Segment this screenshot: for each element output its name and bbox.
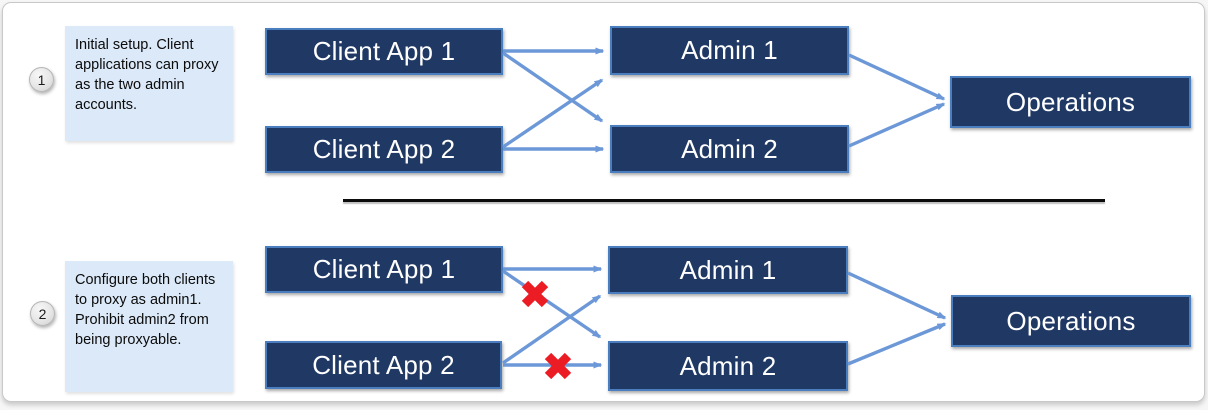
node-operations-bottom: Operations (951, 295, 1191, 347)
node-client-app-1-bottom: Client App 1 (265, 246, 503, 293)
arrow-bottom-client1-admin2 (502, 269, 602, 339)
node-client-app-2-bottom: Client App 2 (265, 341, 502, 389)
node-operations-top: Operations (950, 76, 1191, 128)
arrow-bottom-admin1-operations (847, 271, 947, 320)
blocked-x-icon-client2-admin2 (544, 352, 572, 380)
node-client-app-2-top: Client App 2 (265, 126, 503, 173)
blocked-x-icon-client1-admin2 (521, 280, 549, 308)
arrow-top-admin2-operations (848, 102, 946, 148)
arrow-bottom-client2-admin1 (502, 294, 602, 365)
arrow-bottom-admin2-operations (847, 322, 947, 366)
diagram-canvas: 1 Initial setup. Client applications can… (2, 2, 1205, 402)
node-admin-2-top: Admin 2 (610, 125, 849, 173)
arrow-top-client1-admin2 (502, 51, 604, 123)
node-admin-1-bottom: Admin 1 (608, 246, 848, 294)
node-admin-1-top: Admin 1 (610, 26, 849, 75)
note-step-2: Configure both clients to proxy as admin… (65, 261, 233, 392)
note-step-1: Initial setup. Client applications can p… (65, 26, 233, 141)
section-divider (343, 199, 1105, 202)
arrow-top-client2-admin1 (502, 78, 604, 149)
node-client-app-1-top: Client App 1 (265, 28, 503, 75)
step-2-badge: 2 (30, 301, 55, 326)
arrow-top-admin1-operations (848, 53, 946, 101)
step-2-number: 2 (38, 305, 47, 322)
step-1-badge: 1 (29, 67, 54, 92)
node-admin-2-bottom: Admin 2 (608, 341, 848, 391)
step-1-number: 1 (37, 71, 46, 88)
